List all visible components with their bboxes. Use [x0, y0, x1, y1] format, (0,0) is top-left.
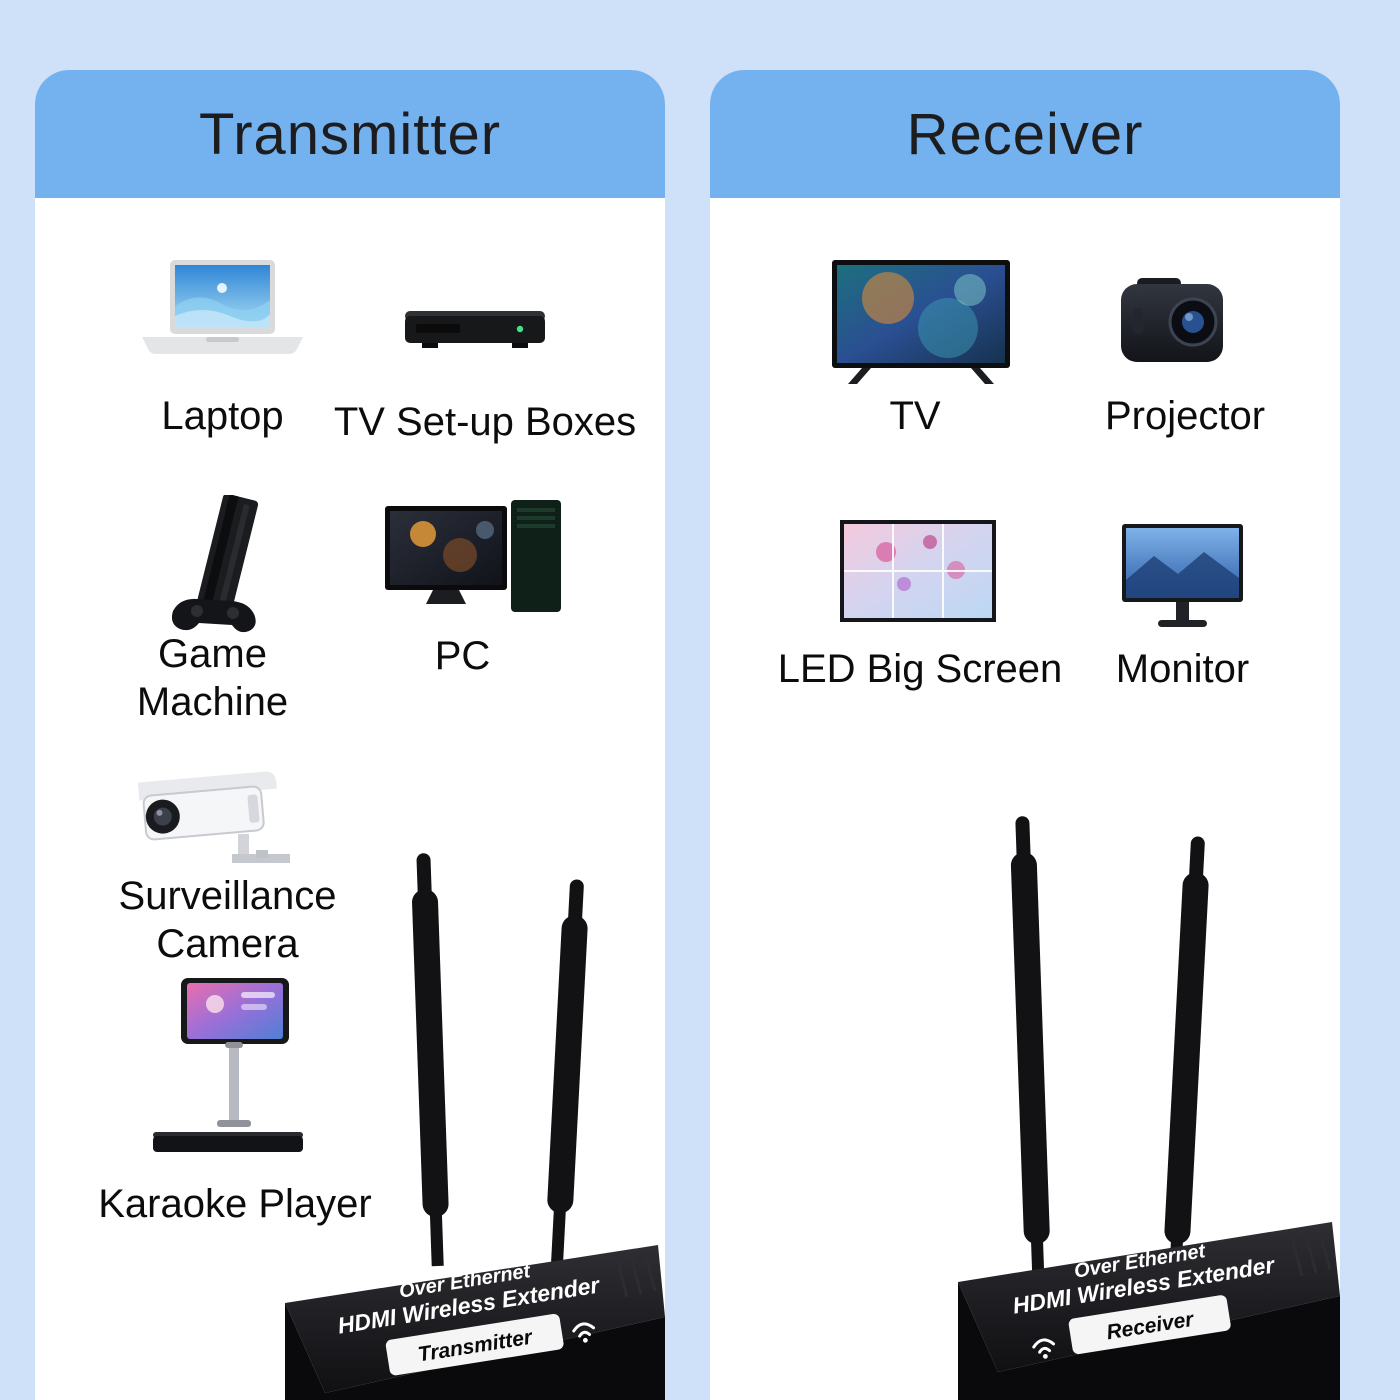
tv-set-up-boxes-label: TV Set-up Boxes [333, 400, 637, 444]
monitor-label: Monitor [1115, 647, 1250, 691]
laptop-label: Laptop [161, 394, 284, 438]
receiver-antennas [1010, 816, 1209, 1296]
receiver-panel: Receiver TV [710, 70, 1340, 1400]
receiver-header: Receiver [710, 70, 1340, 198]
pc-icon [385, 500, 565, 628]
wifi-icon [1032, 1338, 1056, 1359]
projector-label: Projector [1104, 394, 1266, 438]
led-big-screen-label: LED Big Screen [777, 647, 1063, 691]
wifi-icon [572, 1322, 596, 1343]
tv-set-up-box-icon [400, 298, 550, 358]
transmitter-panel: Transmitter Laptop [35, 70, 665, 1400]
karaoke-player-icon [145, 978, 320, 1158]
game-machine-label: Game Machine [136, 632, 289, 724]
transmitter-header: Transmitter [35, 70, 665, 198]
game-machine-icon [155, 495, 285, 640]
projector-icon [1115, 272, 1230, 372]
transmitter-title: Transmitter [198, 101, 502, 167]
tv-icon [830, 258, 1015, 398]
receiver-title: Receiver [906, 101, 1144, 167]
karaoke-player-label: Karaoke Player [98, 1182, 372, 1226]
receiver-device-image: Over Ethernet HDMI Wireless Extender Rec… [940, 810, 1340, 1400]
monitor-icon [1120, 522, 1245, 630]
transmitter-antennas [412, 853, 588, 1267]
transmitter-device-image: Over Ethernet HDMI Wireless Extender Tra… [265, 845, 665, 1400]
surveillance-camera-label: Surveillance Camera [118, 874, 337, 966]
surveillance-camera-icon [120, 750, 310, 880]
pc-label: PC [434, 634, 491, 678]
led-big-screen-icon [838, 518, 998, 628]
tv-label: TV [889, 394, 941, 438]
laptop-icon [140, 258, 305, 373]
